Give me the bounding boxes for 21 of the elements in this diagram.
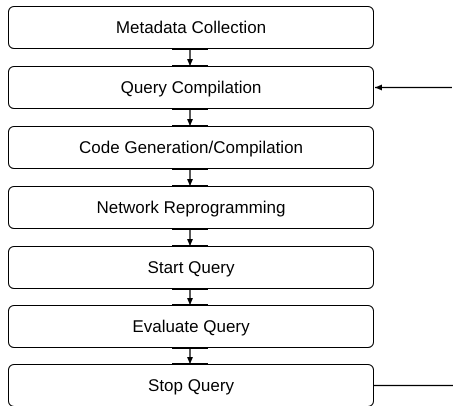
process-box <box>8 186 374 229</box>
arrow <box>187 289 193 305</box>
process-box <box>8 6 374 49</box>
step-label: Network Reprogramming <box>96 198 286 218</box>
step-label: Code Generation/Compilation <box>79 138 303 158</box>
step-label: Metadata Collection <box>116 18 266 38</box>
arrow <box>187 229 193 246</box>
process-box <box>8 126 374 169</box>
step-label: Query Compilation <box>120 78 262 98</box>
process-box <box>8 246 374 289</box>
step-label: Start Query <box>148 258 234 278</box>
arrow <box>187 49 193 66</box>
arrow <box>187 348 193 364</box>
arrow <box>187 109 193 126</box>
process-box <box>8 305 374 348</box>
step-label: Stop Query <box>148 376 234 396</box>
step-label: Evaluate Query <box>132 316 250 336</box>
process-box <box>8 364 374 406</box>
process-box <box>8 66 374 109</box>
arrow <box>187 169 193 186</box>
arrow <box>375 84 452 90</box>
